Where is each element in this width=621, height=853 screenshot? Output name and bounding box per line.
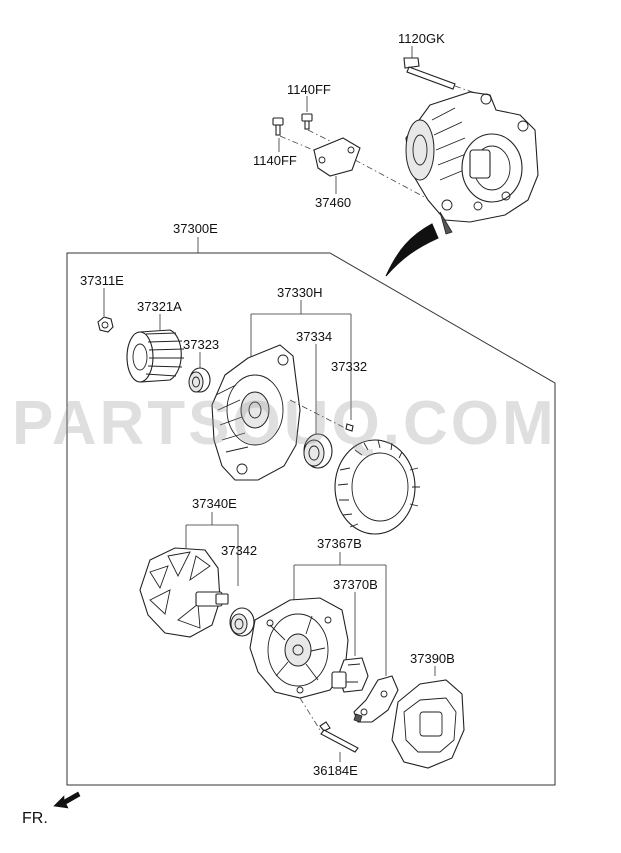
front-housing-37330H-drawing [211, 344, 346, 481]
rotor-drawing [139, 547, 229, 638]
label-37321A: 37321A [137, 299, 182, 314]
bolt-1140FF-top-drawing [301, 96, 313, 130]
label-1140FF-top: 1140FF [287, 82, 331, 97]
rear-cover-37390B-drawing [391, 666, 465, 769]
assembly-frame [66, 252, 556, 786]
label-37342: 37342 [221, 543, 258, 558]
label-37330H: 37330H [277, 285, 323, 300]
bracket-37460-drawing [313, 137, 431, 201]
label-37390B: 37390B [410, 651, 455, 666]
label-37323: 37323 [183, 337, 220, 352]
rotor-37340E-leaders [185, 512, 239, 586]
bolt-1120GK-drawing [403, 46, 479, 95]
label-36184E: 36184E [313, 763, 358, 778]
spacer-37323-drawing [188, 352, 211, 393]
label-37332: 37332 [331, 359, 368, 374]
label-1140FF-bottom: 1140FF [253, 153, 297, 168]
nut-37311E-drawing [97, 288, 114, 333]
brush-holder-37370B-drawing [331, 657, 369, 693]
label-37367B: 37367B [317, 536, 362, 551]
front-direction-label: FR. [22, 810, 48, 827]
bolt-1140FF-bottom-drawing [272, 117, 339, 153]
through-bolt-36184E-drawing [319, 721, 359, 762]
front-direction-arrow [53, 791, 81, 809]
explode-arrow [385, 223, 439, 277]
label-1120GK: 1120GK [398, 31, 445, 46]
alternator-assembly-drawing [405, 91, 539, 235]
label-37334: 37334 [296, 329, 333, 344]
label-37340E: 37340E [192, 496, 237, 511]
pulley-37321A-drawing [126, 314, 185, 383]
bearing-37342-drawing [229, 607, 255, 637]
stator-drawing [334, 439, 420, 535]
screw-37332-drawing [345, 423, 354, 432]
housing-37330H-leaders [250, 300, 352, 436]
label-37370B: 37370B [333, 577, 378, 592]
label-37300E: 37300E [173, 221, 218, 236]
label-37311E: 37311E [80, 273, 124, 288]
rectifier-drawing [353, 675, 399, 723]
label-37460: 37460 [315, 195, 352, 210]
bearing-37334-drawing [303, 433, 333, 469]
rear-housing-drawing [249, 597, 349, 731]
